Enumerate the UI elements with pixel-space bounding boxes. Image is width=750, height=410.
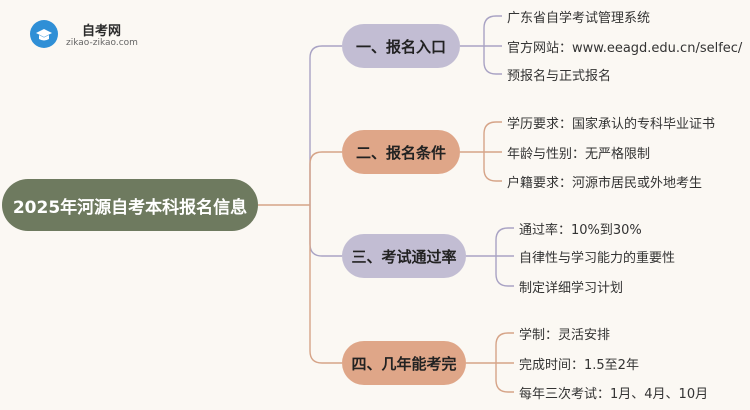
branch-pass-rate: 三、考试通过率 [342, 234, 466, 278]
branch-3-leaf-1-link [495, 227, 514, 256]
logo-name: 自考网 [82, 24, 122, 39]
trunk-to-branch-4 [309, 205, 342, 364]
leaf-1-2: 官方网站：www.eeagd.edu.cn/selfec/ [507, 41, 743, 56]
leaf-1-3: 预报名与正式报名 [507, 69, 612, 84]
leaf-2-2: 年龄与性别：无严格限制 [507, 147, 651, 162]
branch-registration-requirements: 二、报名条件 [342, 130, 460, 174]
branch-1-leaf-1-link [483, 15, 502, 46]
leaf-1-1: 广东省自学考试管理系统 [507, 11, 651, 26]
trunk-to-branch-3 [309, 205, 342, 257]
branch-4-leaf-3-link [495, 363, 514, 393]
leaf-2-3: 户籍要求：河源市居民或外地考生 [507, 176, 703, 191]
logo-badge [30, 20, 58, 48]
leaf-3-3: 制定详细学习计划 [519, 281, 624, 296]
branch-2-leaf-1-link [483, 121, 502, 152]
trunk-to-branch-1 [309, 45, 342, 205]
central-topic: 2025年河源自考本科报名信息 [2, 179, 258, 231]
branch-4-leaf-1-link [495, 332, 514, 363]
leaf-2-1: 学历要求：国家承认的专科毕业证书 [507, 117, 716, 132]
leaf-4-1: 学制：灵活安排 [519, 328, 611, 343]
branch-completion-years: 四、几年能考完 [342, 341, 466, 385]
graduation-cap-icon [36, 29, 52, 41]
branch-2-leaf-3-link [483, 152, 502, 182]
leaf-3-2: 自律性与学习能力的重要性 [519, 251, 676, 266]
leaf-4-3: 每年三次考试：1月、4月、10月 [519, 387, 709, 402]
branch-registration-entry: 一、报名入口 [342, 24, 460, 68]
leaf-3-1: 通过率：10%到30% [519, 223, 642, 238]
branch-1-leaf-3-link [483, 46, 502, 75]
site-logo[interactable]: 自考网 zikao-zikao.com [30, 18, 140, 54]
leaf-4-2: 完成时间：1.5至2年 [519, 358, 639, 373]
logo-url: zikao-zikao.com [66, 38, 138, 48]
trunk-to-branch-2 [309, 151, 342, 205]
branch-3-leaf-3-link [495, 256, 514, 287]
